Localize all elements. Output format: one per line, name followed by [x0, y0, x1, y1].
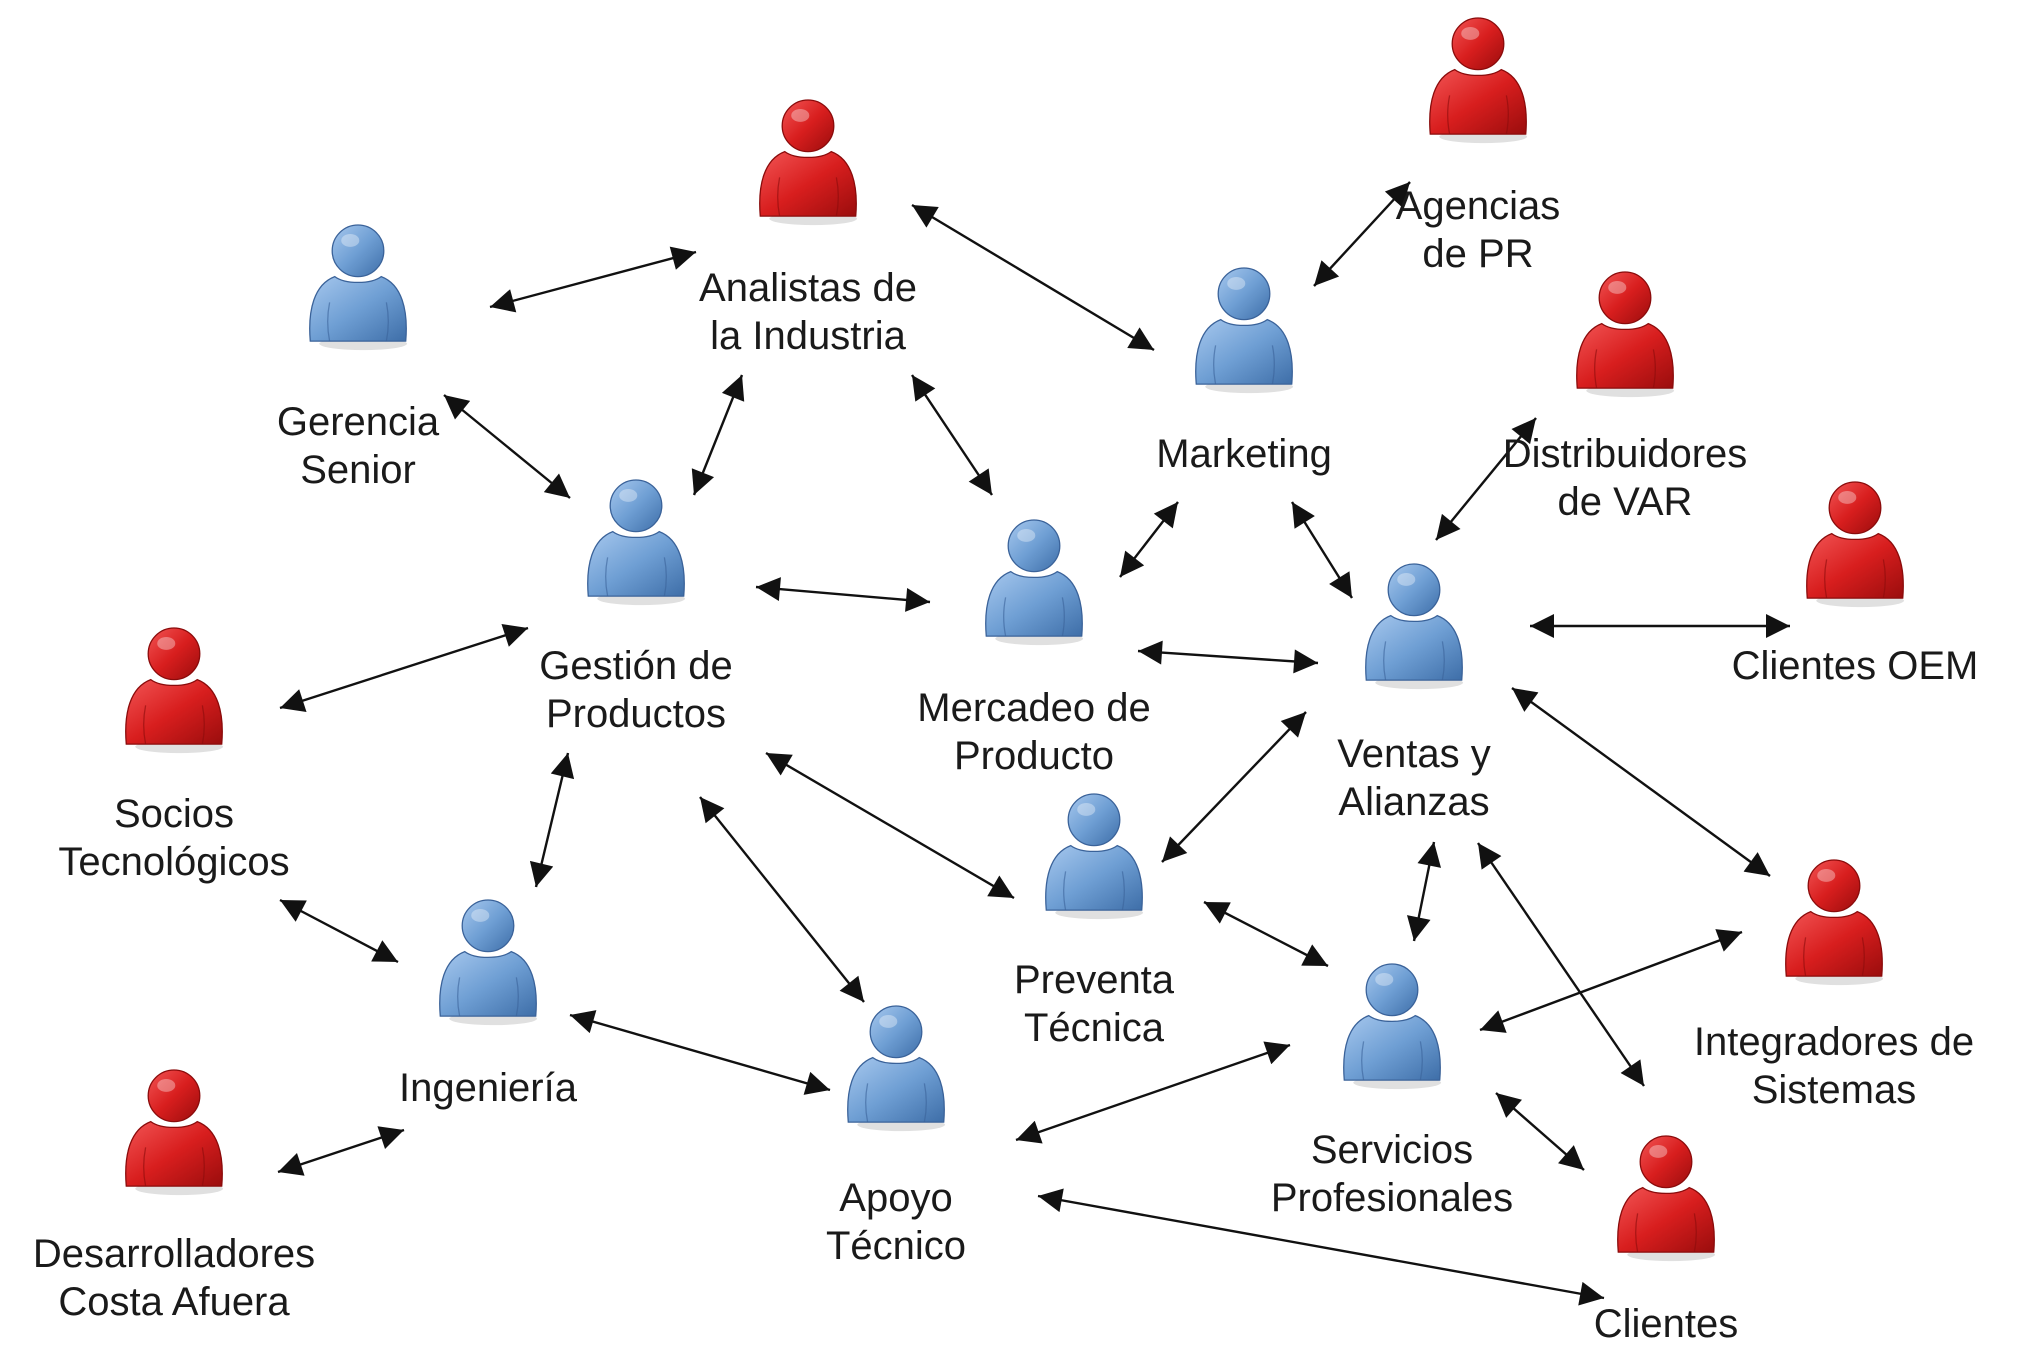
- node-label-line: Apoyo: [839, 1176, 953, 1220]
- node-label-line: Ingeniería: [399, 1066, 577, 1110]
- node-label-line: Ventas y: [1337, 732, 1491, 776]
- arrow-ingenieria-apoyo: [569, 1010, 831, 1095]
- arrow-servicios-integradores: [1479, 929, 1743, 1033]
- person-icon-gestion: [587, 479, 686, 606]
- node-label-line: Socios: [113, 792, 235, 836]
- node-label-line: Preventa: [1013, 958, 1175, 1002]
- node-label-line: Senior: [300, 448, 416, 492]
- node-label-line: Marketing: [1156, 432, 1332, 476]
- node-label-line: Servicios: [1310, 1128, 1474, 1172]
- arrow-gestion-socios: [279, 623, 529, 713]
- person-icon-gerencia: [309, 224, 408, 351]
- arrow-ventas-preventa: [1161, 711, 1307, 863]
- node-label-line: Mercadeo de: [917, 686, 1151, 730]
- node-label-line: Gestión de: [539, 644, 733, 688]
- arrow-ventas-integradores: [1511, 687, 1771, 877]
- person-icon-ingenieria: [439, 899, 538, 1026]
- person-icon-servicios: [1343, 963, 1442, 1090]
- person-icon-apoyo: [847, 1005, 946, 1132]
- node-label-line: Clientes OEM: [1731, 644, 1979, 688]
- arrow-apoyo-clientes: [1037, 1188, 1605, 1306]
- person-icon-analistas: [759, 99, 858, 226]
- node-label-line: la Industria: [710, 314, 906, 358]
- arrow-gerencia-gestion: [443, 394, 571, 499]
- node-label-line: Sistemas: [1751, 1068, 1917, 1112]
- arrow-gestion-ingenieria: [529, 752, 575, 888]
- person-icon-preventa: [1045, 793, 1144, 920]
- person-icon-clientes-oem: [1806, 481, 1905, 608]
- person-icon-clientes: [1617, 1135, 1716, 1262]
- node-label-line: Analistas de: [699, 266, 917, 310]
- node-label-line: Técnica: [1023, 1006, 1165, 1050]
- arrow-preventa-servicios: [1203, 900, 1329, 968]
- arrow-servicios-apoyo: [1015, 1041, 1291, 1144]
- person-icon-marketing: [1195, 267, 1294, 394]
- arrow-marketing-ventas: [1290, 501, 1354, 599]
- arrow-servicios-clientes: [1495, 1092, 1585, 1171]
- person-icon-socios: [125, 627, 224, 754]
- arrow-mercadeo-ventas: [1137, 640, 1319, 674]
- node-label-line: Técnico: [825, 1224, 967, 1268]
- person-icon-distribuidores: [1576, 271, 1675, 398]
- node-label-marketing: Marketing: [1156, 430, 1332, 478]
- arrow-gestion-apoyo: [699, 796, 865, 1003]
- connections: [277, 181, 1790, 1306]
- person-icon-desarrolladores: [125, 1069, 224, 1196]
- arrow-mercadeo-marketing: [1119, 501, 1179, 578]
- arrow-analistas-gestion: [691, 374, 745, 496]
- node-label-line: Profesionales: [1270, 1176, 1514, 1220]
- arrow-ventas-clientes: [1477, 842, 1645, 1087]
- node-label-line: Agencias: [1395, 184, 1561, 228]
- node-label-line: Distribuidores: [1502, 432, 1748, 476]
- node-label-clientes: Clientes: [1594, 1300, 1739, 1348]
- node-label-line: Productos: [545, 692, 727, 736]
- node-label-line: de PR: [1422, 232, 1534, 276]
- arrow-marketing-agencias-pr: [1313, 181, 1411, 287]
- node-label-ingenieria: Ingeniería: [399, 1064, 577, 1112]
- node-label-line: Clientes: [1593, 1302, 1739, 1346]
- node-label-line: Producto: [953, 734, 1115, 778]
- person-nodes: [125, 17, 1905, 1262]
- arrow-analistas-marketing: [911, 203, 1155, 352]
- node-label-clientes-oem: Clientes OEM: [1732, 642, 1979, 690]
- node-label-line: Gerencia: [276, 400, 440, 444]
- arrow-analistas-mercadeo: [911, 374, 993, 496]
- arrow-socios-ingenieria: [279, 898, 399, 964]
- arrow-gestion-mercadeo: [755, 577, 931, 612]
- arrow-ventas-distribuidores: [1435, 417, 1537, 541]
- node-label-line: de VAR: [1557, 480, 1693, 524]
- node-label-line: Tecnológicos: [58, 840, 290, 884]
- node-label-line: Alianzas: [1338, 780, 1490, 824]
- arrow-gestion-preventa: [765, 751, 1015, 900]
- person-icon-integradores: [1785, 859, 1884, 986]
- arrow-ingenieria-desarrolladores: [277, 1126, 405, 1176]
- node-label-line: Desarrolladores: [32, 1232, 316, 1276]
- person-icon-mercadeo: [985, 519, 1084, 646]
- person-icon-agencias-pr: [1429, 17, 1528, 144]
- arrow-gerencia-analistas: [489, 246, 697, 313]
- arrow-ventas-servicios: [1406, 841, 1442, 942]
- node-label-line: Costa Afuera: [58, 1280, 290, 1324]
- node-label-line: Integradores de: [1693, 1020, 1975, 1064]
- person-icon-ventas: [1365, 563, 1464, 690]
